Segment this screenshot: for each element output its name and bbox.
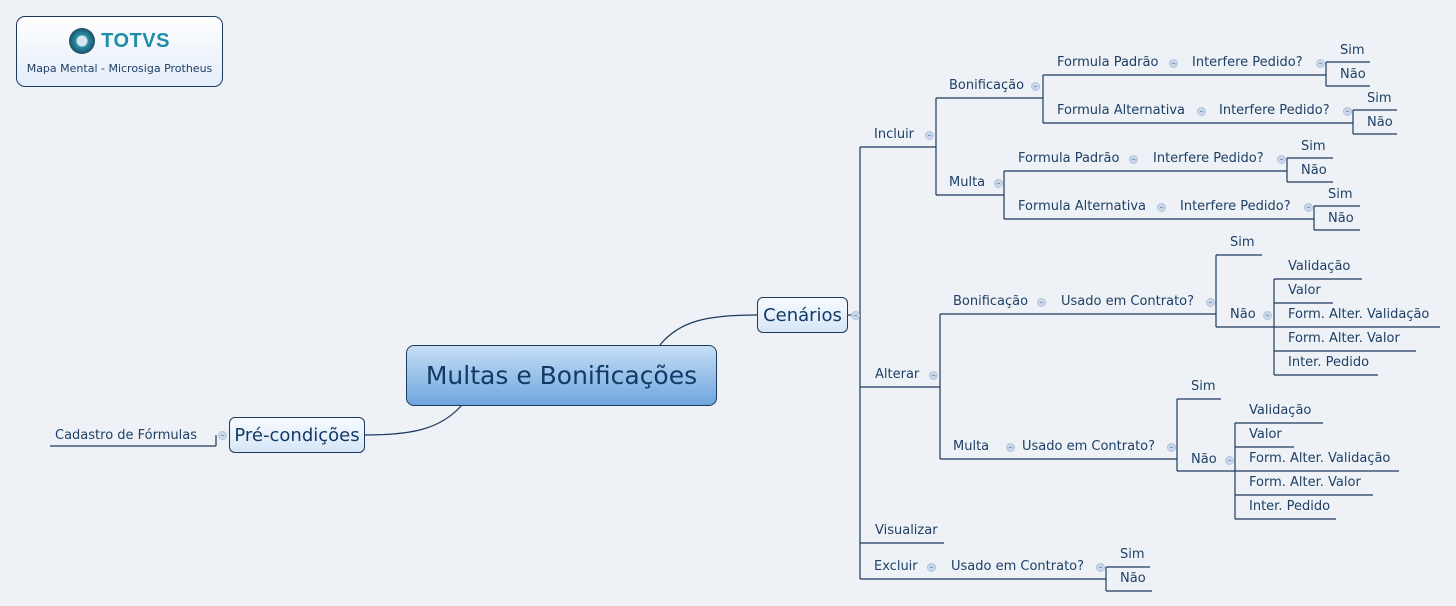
collapse-icon[interactable] <box>1157 203 1166 212</box>
topic-sim[interactable]: Sim <box>1301 139 1326 154</box>
topic-alterar-item[interactable]: Form. Alter. Validação <box>1249 451 1391 466</box>
collapse-icon[interactable] <box>1096 563 1105 572</box>
topic-nao[interactable]: Não <box>1328 211 1354 226</box>
collapse-icon[interactable] <box>851 311 860 320</box>
topic-interfere-pedido[interactable]: Interfere Pedido? <box>1153 151 1264 166</box>
topic-cenarios[interactable]: Cenários <box>757 297 848 333</box>
topic-formula-alternativa[interactable]: Formula Alternativa <box>1057 103 1185 118</box>
topic-sim[interactable]: Sim <box>1230 235 1255 250</box>
topic-formula-padrao[interactable]: Formula Padrão <box>1057 55 1159 70</box>
collapse-icon[interactable] <box>1031 82 1040 91</box>
topic-incluir[interactable]: Incluir <box>874 127 915 142</box>
topic-interfere-pedido[interactable]: Interfere Pedido? <box>1219 103 1330 118</box>
topic-alterar-item[interactable]: Valor <box>1249 427 1282 442</box>
topic-multa[interactable]: Multa <box>953 439 990 454</box>
collapse-icon[interactable] <box>1037 298 1046 307</box>
topic-usado-em-contrato[interactable]: Usado em Contrato? <box>1022 439 1156 454</box>
collapse-icon[interactable] <box>929 371 938 380</box>
collapse-icon[interactable] <box>1167 443 1176 452</box>
central-topic[interactable]: Multas e Bonificações <box>406 345 717 406</box>
topic-sim[interactable]: Sim <box>1191 379 1216 394</box>
collapse-icon[interactable] <box>1343 107 1352 116</box>
topic-sim[interactable]: Sim <box>1328 187 1353 202</box>
topic-alterar-item[interactable]: Valor <box>1288 283 1321 298</box>
topic-alterar-item[interactable]: Form. Alter. Validação <box>1288 307 1430 322</box>
topic-alterar-item[interactable]: Inter. Pedido <box>1249 499 1331 514</box>
collapse-icon[interactable] <box>218 431 227 440</box>
topic-sim[interactable]: Sim <box>1367 91 1392 106</box>
topic-alterar-item[interactable]: Inter. Pedido <box>1288 355 1370 370</box>
collapse-icon[interactable] <box>927 563 936 572</box>
topic-nao[interactable]: Não <box>1301 163 1327 178</box>
topic-alterar-item[interactable]: Validação <box>1288 259 1351 274</box>
topic-nao[interactable]: Não <box>1367 115 1393 130</box>
topic-cadastro-de-formulas[interactable]: Cadastro de Fórmulas <box>55 428 197 443</box>
collapse-icon[interactable] <box>994 179 1003 188</box>
topic-interfere-pedido[interactable]: Interfere Pedido? <box>1180 199 1291 214</box>
collapse-icon[interactable] <box>1225 456 1234 465</box>
totvs-logo: TOTVS <box>69 28 170 54</box>
collapse-icon[interactable] <box>1169 59 1178 68</box>
collapse-icon[interactable] <box>1197 107 1206 116</box>
topic-sim[interactable]: Sim <box>1340 43 1365 58</box>
topic-interfere-pedido[interactable]: Interfere Pedido? <box>1192 55 1303 70</box>
topic-bonificacao[interactable]: Bonificação <box>953 294 1029 309</box>
collapse-icon[interactable] <box>1206 298 1215 307</box>
topic-excluir[interactable]: Excluir <box>874 559 918 574</box>
collapse-icon[interactable] <box>1129 155 1138 164</box>
topic-usado-em-contrato[interactable]: Usado em Contrato? <box>1061 294 1195 309</box>
collapse-icon[interactable] <box>925 131 934 140</box>
topic-nao[interactable]: Não <box>1191 452 1217 467</box>
topic-alterar-item[interactable]: Form. Alter. Valor <box>1249 475 1361 490</box>
logo-subtitle: Mapa Mental - Microsiga Protheus <box>26 62 213 75</box>
topic-bonificacao[interactable]: Bonificação <box>949 78 1025 93</box>
topic-nao[interactable]: Não <box>1340 67 1366 82</box>
topic-formula-alternativa[interactable]: Formula Alternativa <box>1018 199 1146 214</box>
connector-line <box>659 314 758 346</box>
topic-alterar-item[interactable]: Form. Alter. Valor <box>1288 331 1400 346</box>
totvs-logo-icon <box>69 28 96 54</box>
topic-formula-padrao[interactable]: Formula Padrão <box>1018 151 1120 166</box>
collapse-icon[interactable] <box>1304 203 1313 212</box>
collapse-icon[interactable] <box>1006 443 1015 452</box>
topic-nao[interactable]: Não <box>1230 307 1256 322</box>
collapse-icon[interactable] <box>1316 59 1325 68</box>
topic-sim[interactable]: Sim <box>1120 547 1145 562</box>
collapse-icon[interactable] <box>1277 155 1286 164</box>
topic-usado-em-contrato[interactable]: Usado em Contrato? <box>951 559 1085 574</box>
topic-visualizar[interactable]: Visualizar <box>875 523 938 538</box>
connector-line <box>363 404 463 436</box>
topic-multa[interactable]: Multa <box>949 175 986 190</box>
logo-brand: TOTVS <box>101 29 170 52</box>
topic-pre-condicoes[interactable]: Pré-condições <box>229 417 365 453</box>
collapse-icon[interactable] <box>1263 311 1272 320</box>
totvs-logo-card: TOTVS Mapa Mental - Microsiga Protheus <box>16 16 223 87</box>
topic-nao[interactable]: Não <box>1120 571 1146 586</box>
topic-alterar[interactable]: Alterar <box>875 367 920 382</box>
topic-alterar-item[interactable]: Validação <box>1249 403 1312 418</box>
